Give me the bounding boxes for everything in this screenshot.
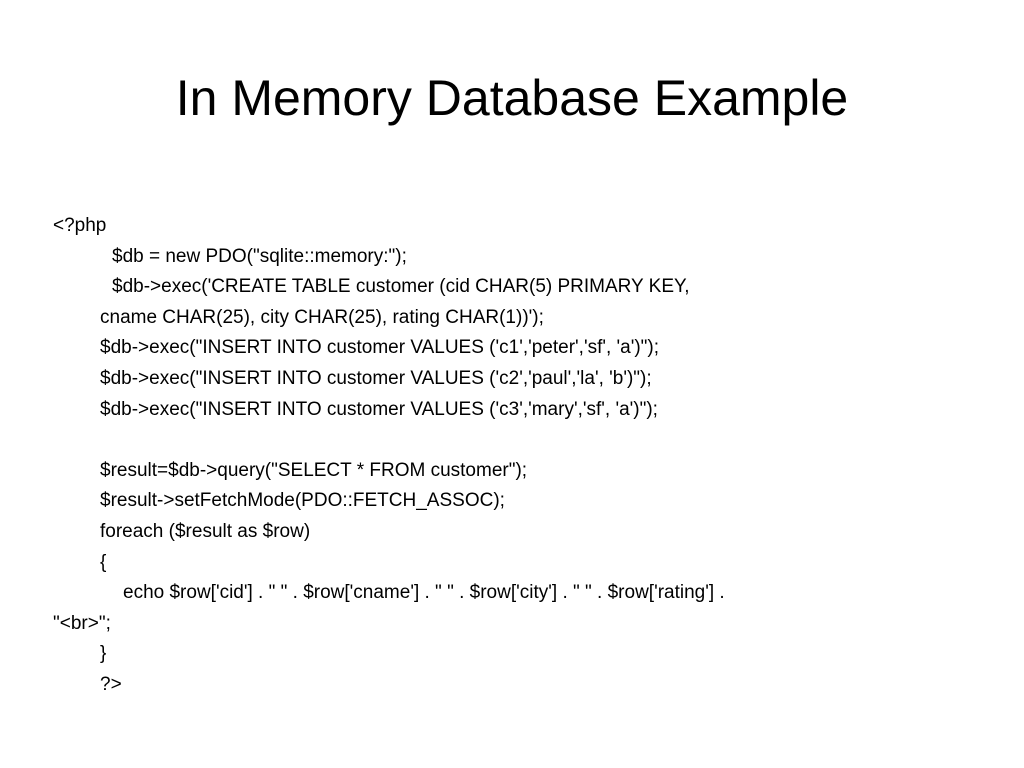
code-line: <?php <box>53 215 107 236</box>
code-line: $db->exec("INSERT INTO customer VALUES (… <box>100 367 652 389</box>
code-line: $result=$db->query("SELECT * FROM custom… <box>100 459 528 481</box>
code-line-blank <box>53 425 953 456</box>
code-line: $db->exec('CREATE TABLE customer (cid CH… <box>112 276 690 298</box>
code-block: <?php $db = new PDO("sqlite::memory:"); … <box>53 211 953 701</box>
code-line: } <box>100 643 107 665</box>
code-line: $db->exec("INSERT INTO customer VALUES (… <box>100 398 658 420</box>
code-line: $result->setFetchMode(PDO::FETCH_ASSOC); <box>100 490 505 512</box>
code-line: cname CHAR(25), city CHAR(25), rating CH… <box>100 306 544 328</box>
code-line: $db->exec("INSERT INTO customer VALUES (… <box>100 337 660 359</box>
code-line: echo $row['cid'] . " " . $row['cname'] .… <box>123 582 725 604</box>
code-line: ?> <box>100 673 122 695</box>
code-line: { <box>100 551 107 573</box>
slide-title: In Memory Database Example <box>175 70 849 126</box>
code-line: $db = new PDO("sqlite::memory:"); <box>112 245 407 267</box>
code-line: "<br>"; <box>53 612 111 634</box>
code-line: foreach ($result as $row) <box>100 520 311 542</box>
